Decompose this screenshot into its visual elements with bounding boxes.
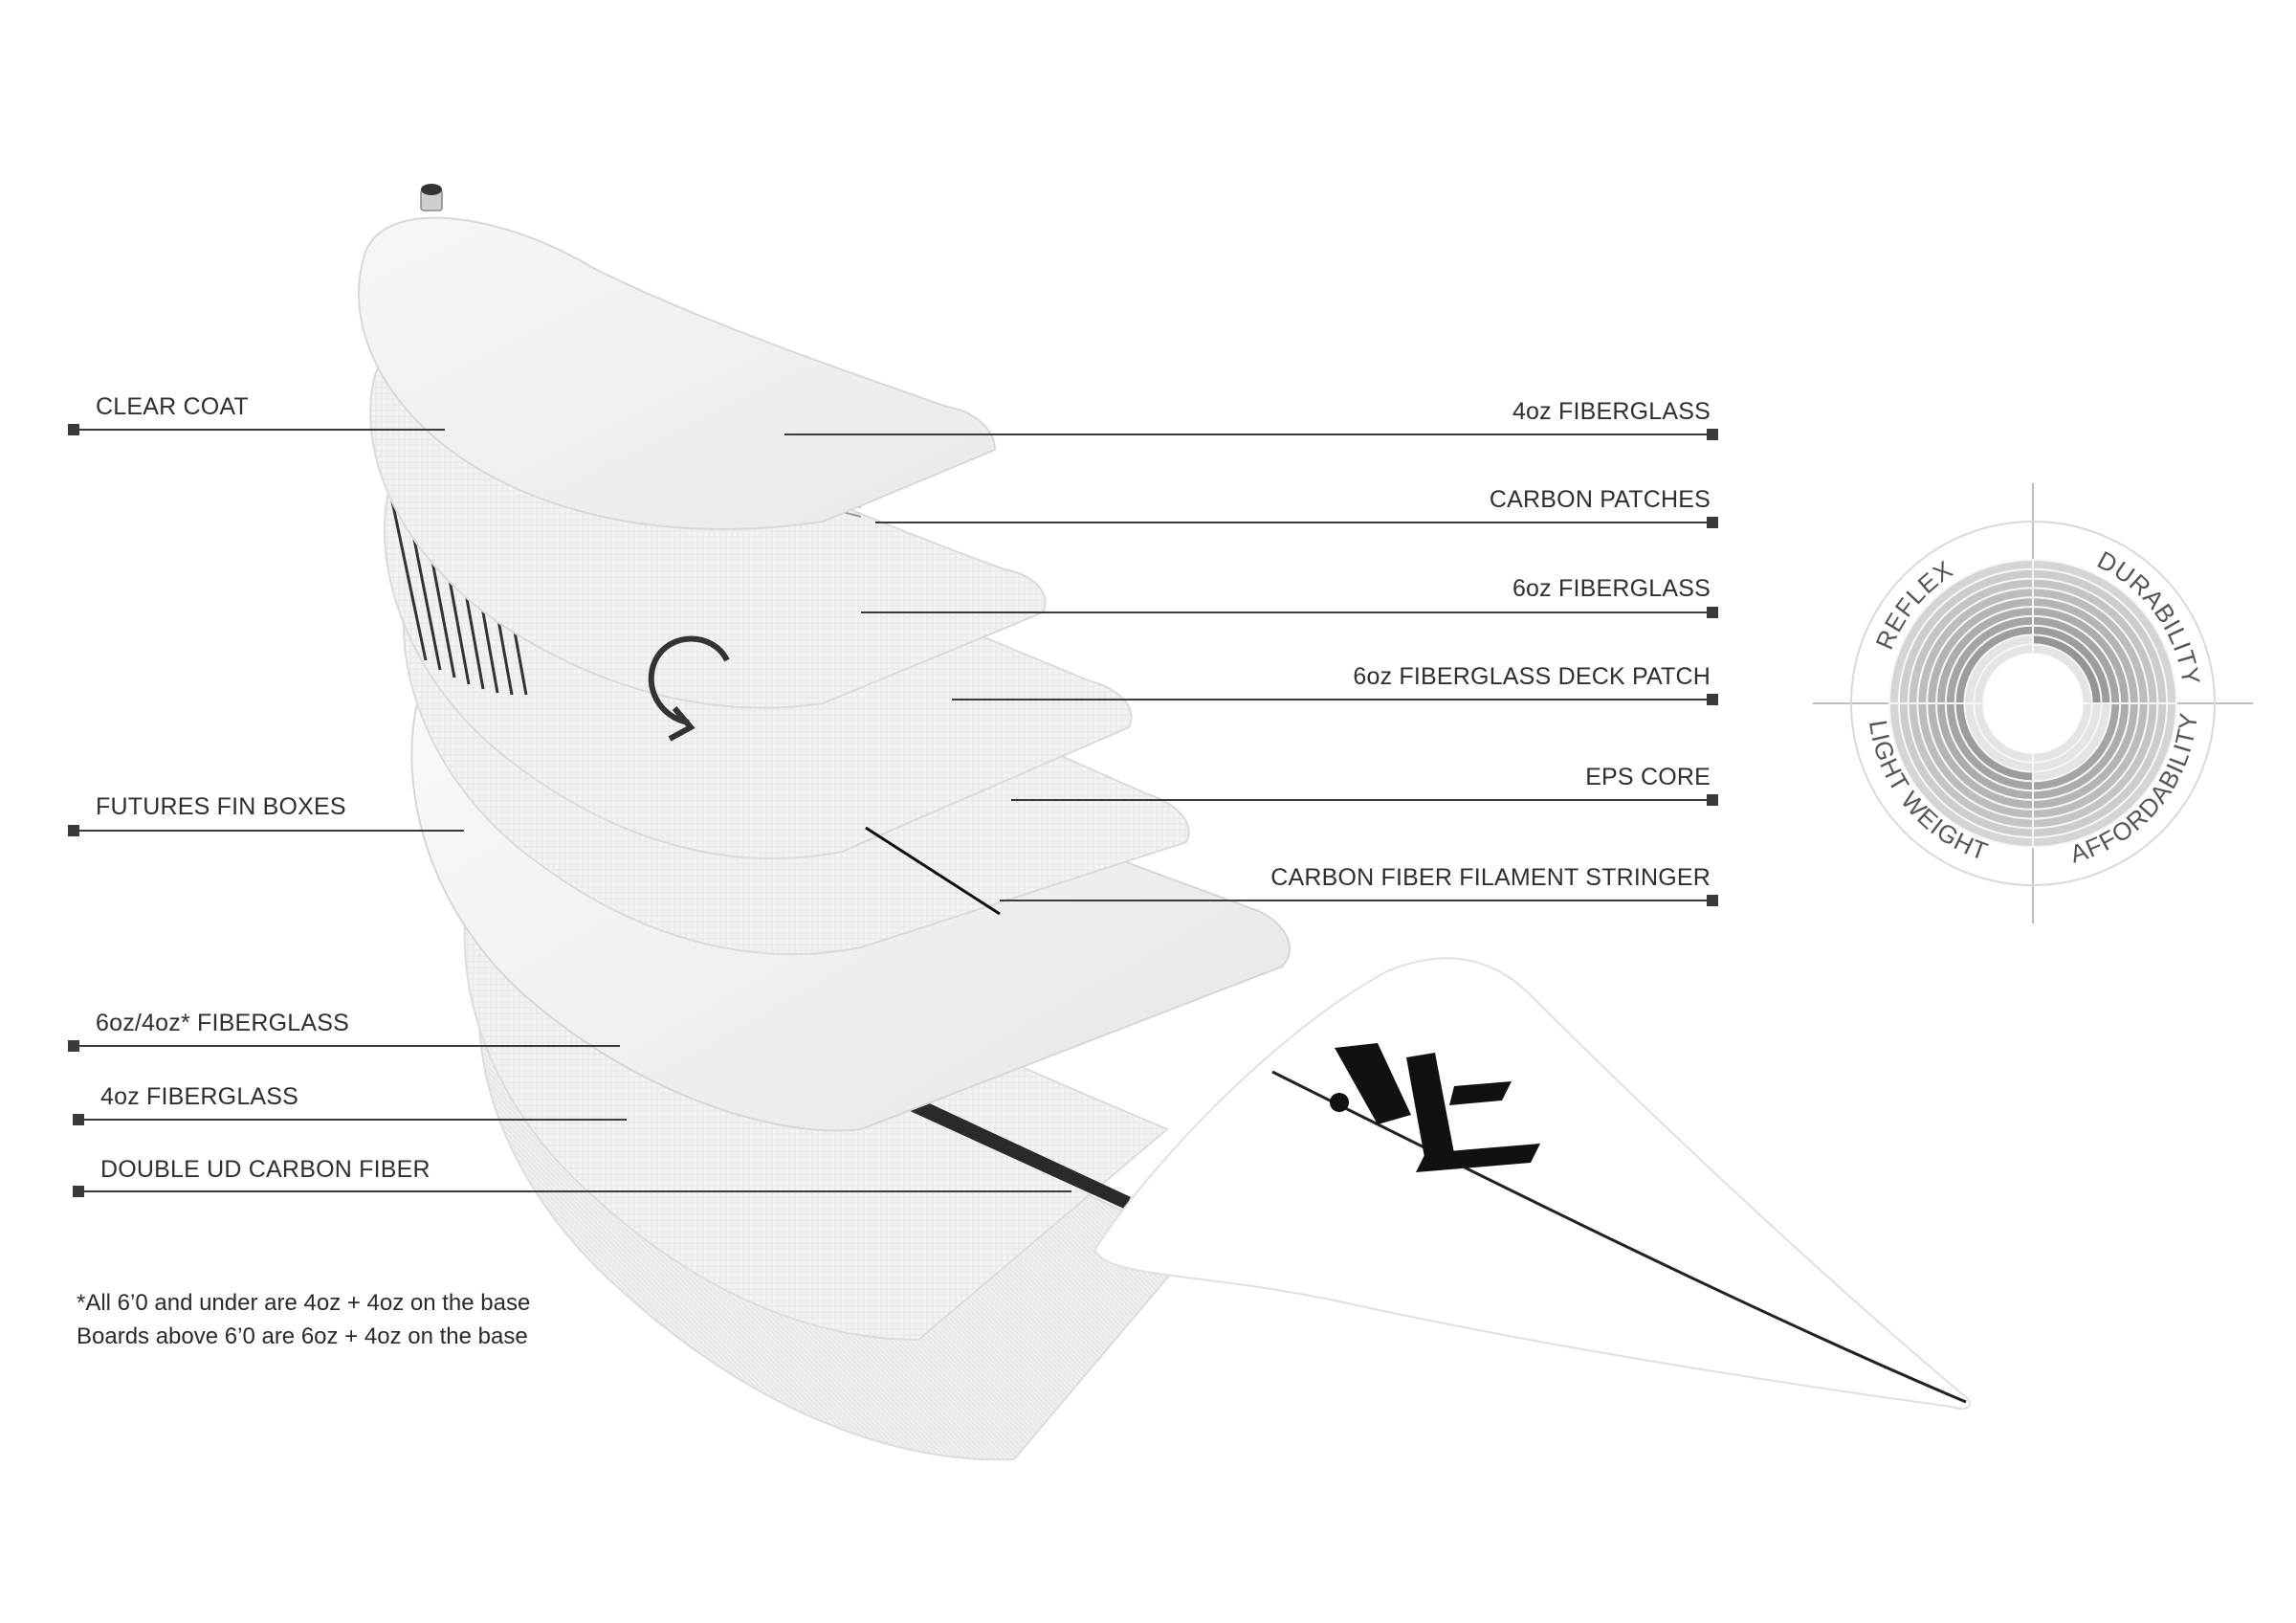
footnote-line-2: Boards above 6’0 are 6oz + 4oz on the ba… <box>77 1323 528 1349</box>
wheel-ring-light_weight <box>1888 702 2034 849</box>
board-nose <box>1093 957 1971 1410</box>
label-carbon-patches: CARBON PATCHES <box>1489 486 1711 513</box>
board-layers <box>358 184 1971 1461</box>
brand-logo-icon <box>648 635 730 742</box>
label-clear-coat: CLEAR COAT <box>96 393 249 420</box>
nose-brand-mark-icon <box>1330 1043 1540 1172</box>
footnote: *All 6’0 and under are 4oz + 4oz on the … <box>77 1286 530 1353</box>
stringer-line <box>865 826 1001 916</box>
label-6oz-fiberglass: 6oz FIBERGLASS <box>1512 575 1711 602</box>
label-carbon-fiber-filament-stringer: CARBON FIBER FILAMENT STRINGER <box>1270 864 1711 891</box>
rating-wheel: REFLEX DURABILITY LIGHT WEIGHT AFFORDABI… <box>1813 483 2253 923</box>
label-6oz-fiberglass-deck-patch: 6oz FIBERGLASS DECK PATCH <box>1353 663 1711 690</box>
leash-plug-icon <box>420 184 443 211</box>
label-double-ud-carbon-fiber: DOUBLE UD CARBON FIBER <box>100 1156 430 1183</box>
label-4oz-fiberglass-bottom: 4oz FIBERGLASS <box>100 1083 299 1110</box>
leader-lines <box>68 424 1718 1197</box>
nose-stringer <box>1271 1070 1967 1404</box>
label-eps-core: EPS CORE <box>1585 764 1711 790</box>
label-6oz-4oz-fiberglass: 6oz/4oz* FIBERGLASS <box>96 1010 350 1036</box>
layer-clear-coat <box>358 216 997 530</box>
label-4oz-fiberglass-top: 4oz FIBERGLASS <box>1512 398 1711 425</box>
label-futures-fin-boxes: FUTURES FIN BOXES <box>96 793 346 820</box>
footnote-line-1: *All 6’0 and under are 4oz + 4oz on the … <box>77 1290 531 1316</box>
